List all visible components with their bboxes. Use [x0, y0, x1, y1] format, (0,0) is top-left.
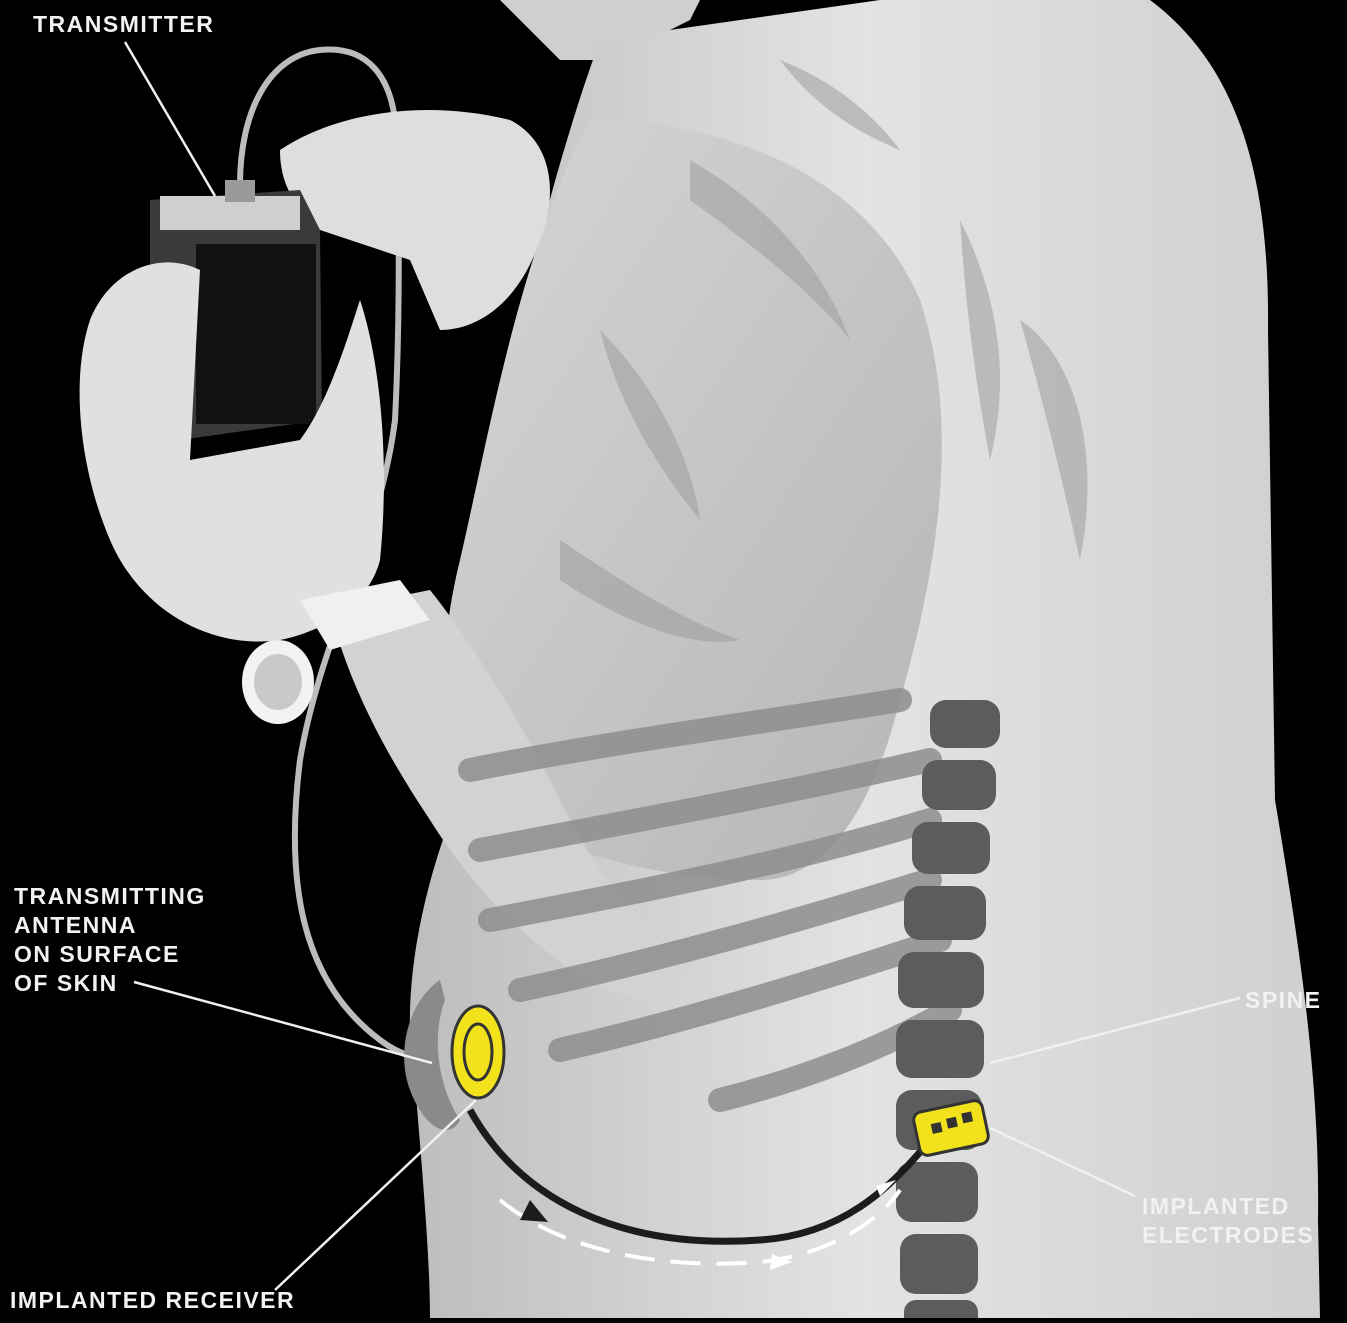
transmitting-antenna-label: TRANSMITTING ANTENNA ON SURFACE OF SKIN	[14, 882, 206, 998]
implanted-receiver	[452, 1006, 504, 1098]
transmitter-label: TRANSMITTER	[33, 10, 214, 39]
spine-label: SPINE	[1245, 986, 1322, 1015]
implanted-electrodes-label: IMPLANTED ELECTRODES	[1142, 1192, 1314, 1250]
implanted-receiver-label: IMPLANTED RECEIVER	[10, 1286, 295, 1315]
